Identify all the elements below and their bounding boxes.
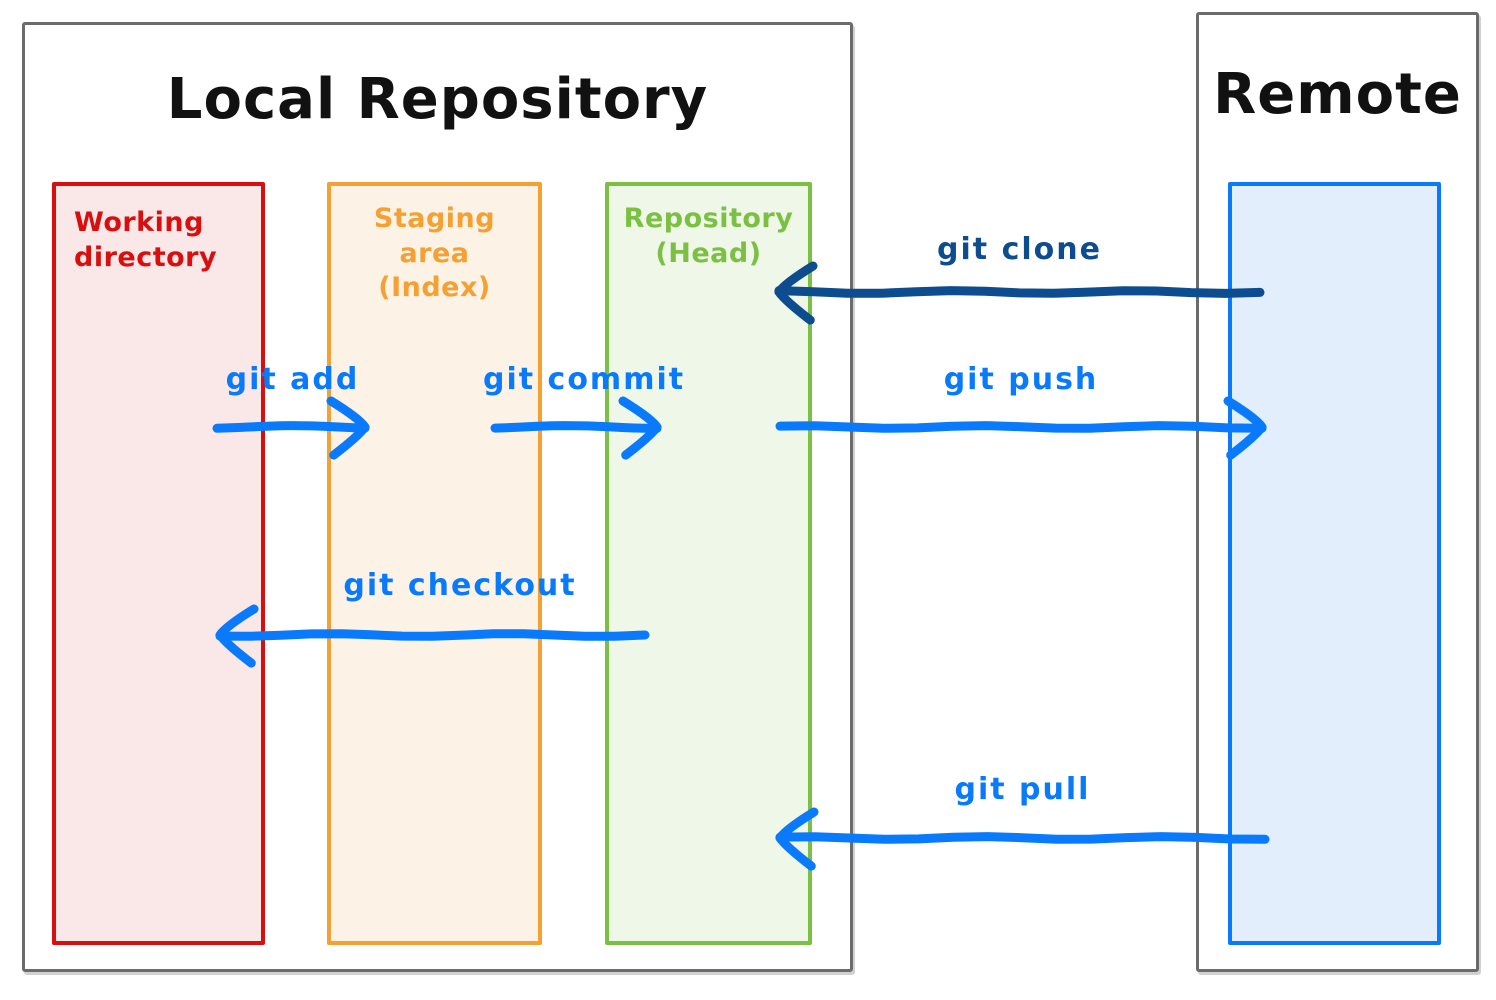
local-repository-title: Local Repository [166,67,709,132]
remote-store-box [1228,182,1441,945]
remote-title: Remote [1213,62,1462,127]
staging-area-label: Staging area (Index) [373,203,496,304]
working-directory-box: Working directory [52,182,265,945]
local-repository-frame [22,22,853,972]
working-directory-label: Working directory [74,207,218,273]
repository-head-label: Repository (Head) [623,203,794,269]
remote-frame [1196,12,1479,972]
staging-area-box: Staging area (Index) [327,182,542,945]
repository-head-box: Repository (Head) [605,182,812,945]
